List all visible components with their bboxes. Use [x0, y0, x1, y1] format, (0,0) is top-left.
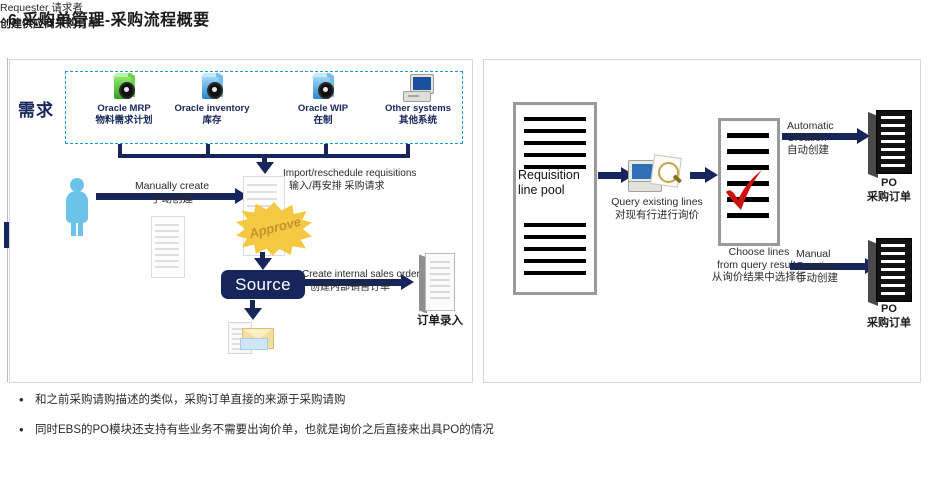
pool-to-query-arrow — [598, 167, 634, 183]
create-supplier-po-label: 创建供应商采购订单 — [0, 18, 99, 30]
manually-create-label: Manually create 手动创建 — [134, 180, 210, 205]
source-button[interactable]: Source — [221, 270, 305, 299]
automatic-creation-arrow — [782, 128, 870, 144]
manual-creation-label: Manual Creation 手动创建 — [796, 248, 838, 284]
source-oracle-inventory[interactable]: Oracle inventory 库存 — [160, 72, 264, 126]
demand-label: 需求 — [18, 101, 54, 120]
left-accent-marker — [4, 222, 11, 248]
source-other-systems[interactable]: Other systems 其他系统 — [370, 74, 466, 126]
create-internal-sales-order-label: Create internal sales order 创建内部销售订单 — [302, 269, 420, 293]
requester-label: Requester 请求者 — [0, 2, 83, 14]
list-item: 同时EBS的PO模块还支持有些业务不需要出询价单，也就是询价之后直接来出具PO的… — [9, 421, 505, 439]
requisition-line-pool-label: Requisition line pool — [518, 168, 580, 197]
approve-badge[interactable]: Approve — [236, 202, 312, 256]
bracket-down-stem — [262, 154, 267, 164]
source-label-cn: 物料需求计划 — [95, 114, 153, 126]
arrow-down-icon — [256, 162, 274, 174]
requester-avatar — [64, 178, 90, 236]
create-sales-order-arrow — [300, 274, 414, 290]
po-bottom-caption: PO 采购订单 — [867, 303, 911, 329]
approve-down-stem — [260, 252, 265, 260]
left-margin-rule — [7, 58, 8, 382]
query-to-result-arrow — [690, 167, 718, 183]
query-result-box — [718, 118, 780, 246]
arrow-down-icon — [254, 258, 272, 270]
source-label-cn: 库存 — [202, 114, 222, 126]
choose-lines-label: Choose lines from query results 从询价结果中选择… — [711, 246, 807, 283]
page-title: 6 采购单管理-采购流程概要 — [8, 12, 210, 29]
arrow-down-icon — [244, 308, 262, 320]
blue-cube-icon — [199, 72, 225, 102]
query-computer-icon — [628, 154, 690, 196]
requisition-line-pool-box — [513, 102, 597, 295]
source-label-en: Other systems — [384, 103, 451, 114]
po-stack-bottom-icon — [868, 238, 912, 307]
source-label-en: Oracle inventory — [174, 103, 250, 114]
source-oracle-wip[interactable]: Oracle WIP 在制 — [278, 72, 368, 126]
requisition-doc-faint — [151, 216, 185, 278]
list-item: 和之前采购请购描述的类似，采购订单直接的来源于采购请购 — [9, 391, 919, 409]
po-stack-top-icon — [868, 110, 912, 179]
supplier-po-icon — [228, 322, 276, 354]
import-reschedule-label: Import/reschedule requisitions 输入/再安排 采购… — [283, 168, 417, 192]
notes-list: 和之前采购请购描述的类似，采购订单直接的来源于采购请购 同时EBS的PO模块还支… — [9, 391, 919, 452]
source-label-en: Oracle MRP — [97, 103, 151, 114]
query-existing-lines-label: Query existing lines 对现有行进行询价 — [611, 196, 703, 221]
source-label-cn: 其他系统 — [398, 114, 437, 126]
blue-cube-icon — [310, 72, 336, 102]
demand-sources-group — [65, 71, 463, 144]
source-label-en: Oracle WIP — [297, 103, 349, 114]
computer-icon — [403, 74, 434, 102]
green-cube-icon — [111, 72, 137, 102]
automatic-creation-label: Automatic Creation 自动创建 — [787, 120, 834, 156]
source-label-cn: 在制 — [313, 114, 333, 126]
red-check-icon — [722, 168, 766, 214]
source-oracle-mrp[interactable]: Oracle MRP 物料需求计划 — [72, 72, 176, 126]
source-down-stem — [250, 300, 255, 310]
po-top-caption: PO 采购订单 — [867, 177, 911, 203]
order-entry-doc-icon — [419, 253, 455, 314]
order-entry-label: 订单录入 — [417, 315, 463, 327]
